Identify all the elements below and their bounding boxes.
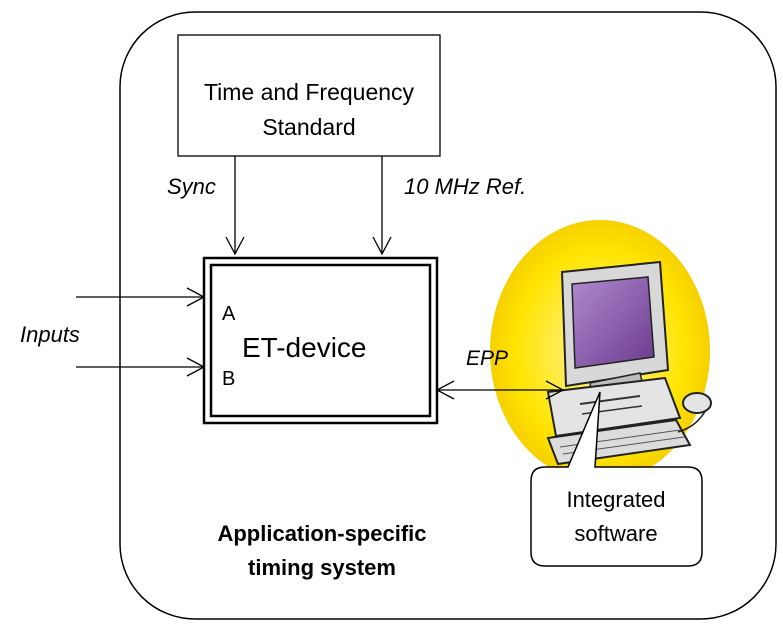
- sync-label: Sync: [167, 174, 216, 199]
- integrated-software-callout: Integrated software: [530, 391, 703, 567]
- system-caption-line1: Application-specific: [217, 521, 426, 546]
- ref-label: 10 MHz Ref.: [404, 174, 526, 199]
- et-device-box: A B ET-device: [202, 256, 439, 425]
- callout-line2: software: [574, 521, 657, 546]
- sync-arrow: [225, 156, 245, 256]
- epp-label: EPP: [466, 347, 508, 370]
- tfs-label-line1: Time and Frequency: [204, 79, 415, 105]
- port-b-label: B: [222, 368, 235, 390]
- input-b-arrow: [76, 357, 206, 377]
- time-frequency-standard-box: Time and Frequency Standard: [177, 34, 441, 157]
- inputs-label: Inputs: [20, 322, 80, 347]
- system-boundary: [119, 11, 777, 620]
- callout-line1: Integrated: [566, 487, 665, 512]
- input-a-arrow: [76, 287, 206, 307]
- system-caption-line2: timing system: [248, 555, 396, 580]
- desktop-computer-icon: [546, 260, 712, 466]
- et-device-label: ET-device: [242, 332, 367, 363]
- tfs-label-line2: Standard: [262, 114, 355, 140]
- ref-arrow: [372, 156, 392, 256]
- epp-arrow: [435, 380, 565, 400]
- port-a-label: A: [222, 303, 236, 325]
